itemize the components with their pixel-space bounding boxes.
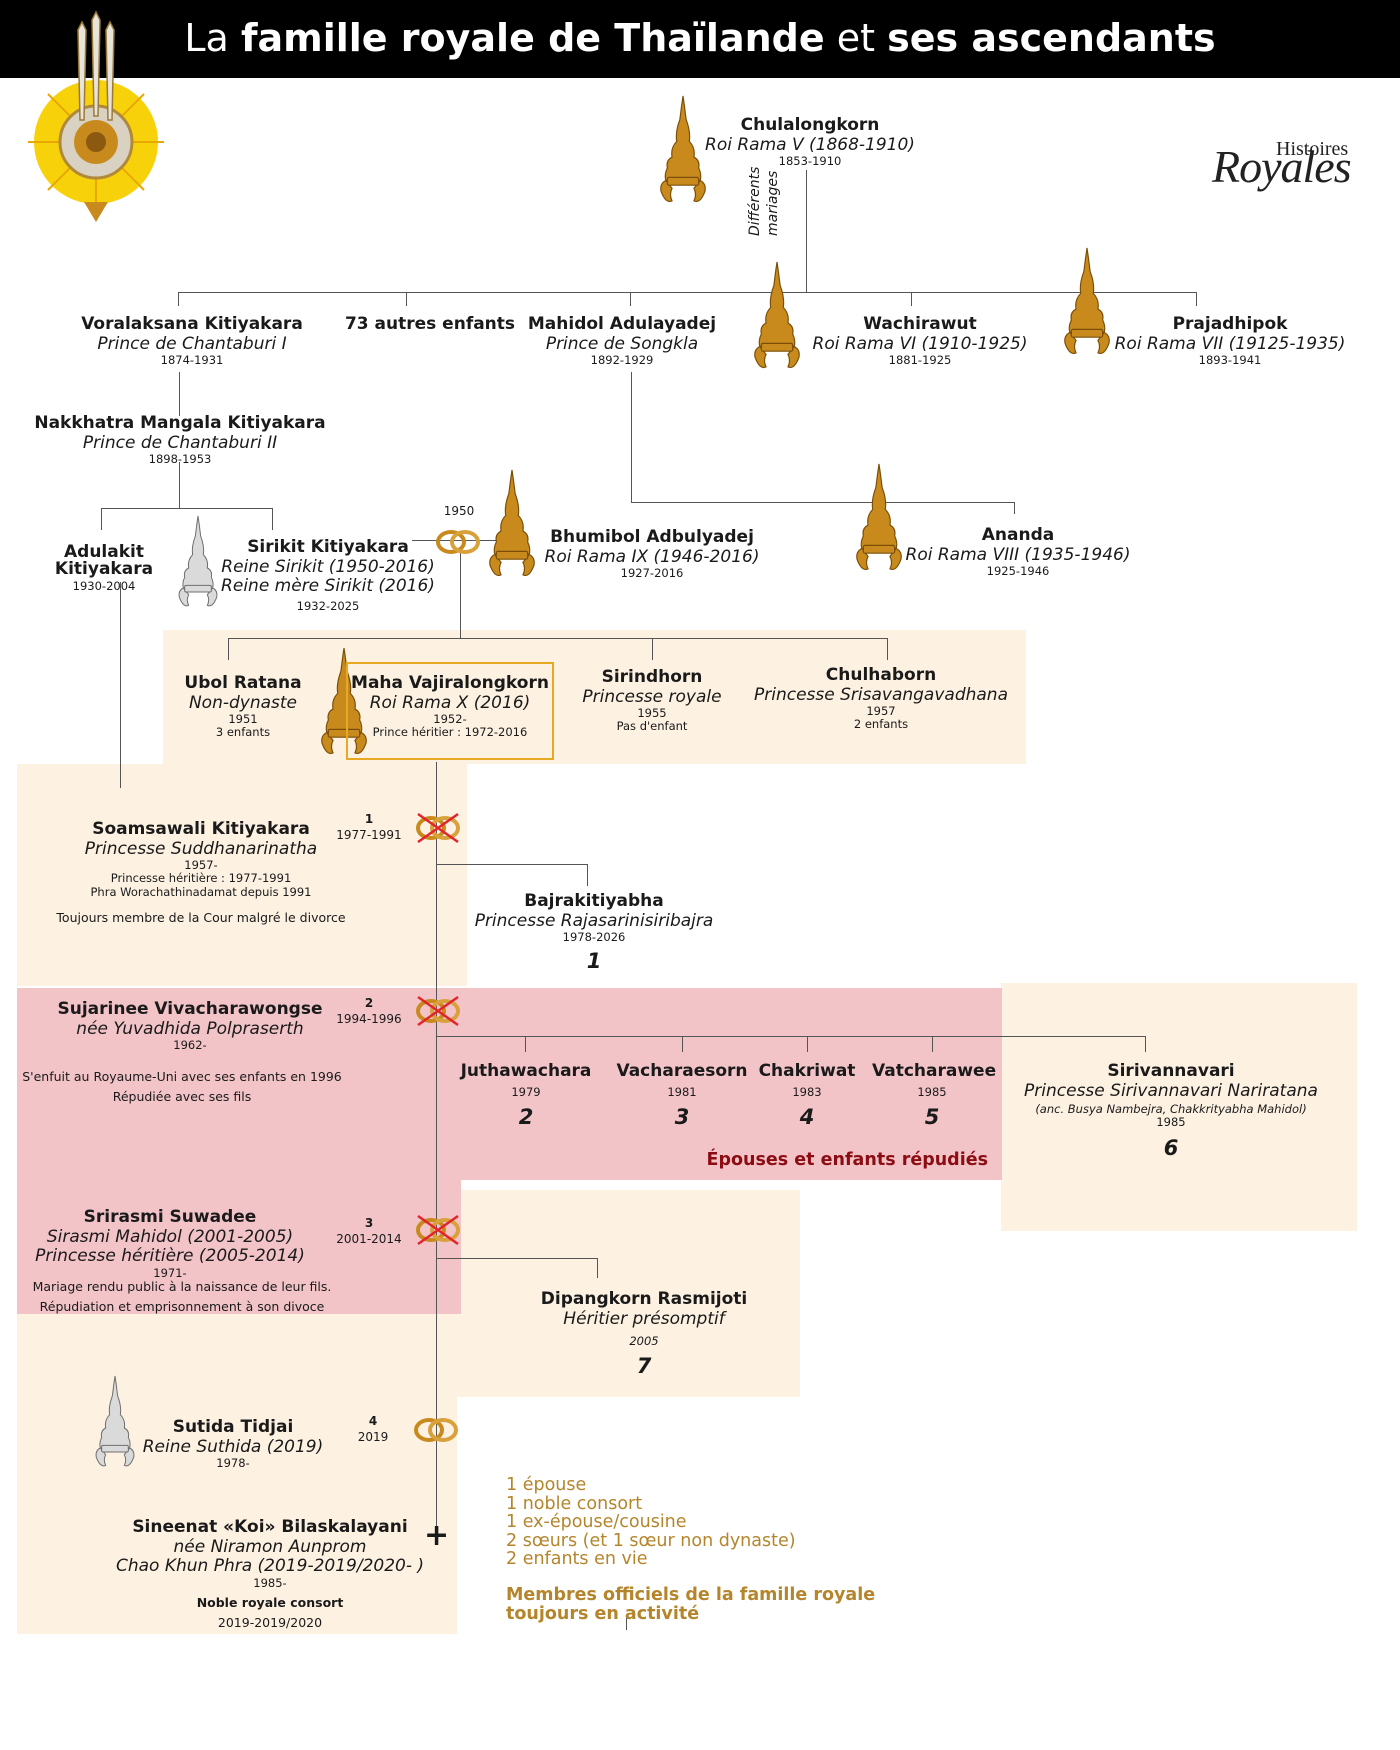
line-sirikit-up: [272, 508, 273, 530]
line-mahidol-down: [631, 372, 632, 502]
prajadhipok-crown-icon: [1064, 247, 1110, 355]
wachirawut-crown-icon: [754, 261, 800, 369]
consort-plus-sign: +: [424, 1518, 450, 1553]
line-gen1-bar: [178, 292, 1196, 293]
line-chula-down: [806, 170, 807, 292]
active-zone-lower: [17, 1314, 457, 1634]
person-bajrakitiyabha: Bajrakitiyabha Princesse Rajasarinisirib…: [474, 891, 714, 974]
active-zone-spouse-1-top: [163, 630, 467, 770]
person-juthawachara: Juthawachara 1979 2: [460, 1061, 592, 1129]
active-zone-spouse-1: [17, 764, 467, 986]
legend-line: 1 ex-épouse/cousine: [506, 1512, 687, 1532]
legend-title: Membres officiels de la famille royale t…: [506, 1585, 876, 1624]
line-bajra-bar: [436, 864, 588, 865]
line-mahidol-up: [630, 292, 631, 306]
person-wachirawut: Wachirawut Roi Rama VI (1910-1925) 1881-…: [812, 314, 1028, 368]
line-prajadhipok-up: [1196, 292, 1197, 306]
person-soamsawali: Soamsawali Kitiyakara Princesse Suddhana…: [56, 819, 346, 925]
person-chakriwat: Chakriwat 1983 4: [758, 1061, 856, 1129]
legend-line: 1 noble consort: [506, 1493, 643, 1514]
line-chulhaborn-up: [887, 638, 888, 660]
vajiralongkorn-highlight-box: [346, 662, 554, 760]
line-vacharaesorn-up: [682, 1036, 683, 1052]
line-voralaksana-down: [179, 372, 180, 416]
legend-line: 2 sœurs (et 1 sœur non dynaste): [506, 1530, 796, 1551]
person-sirivannavari: Sirivannavari Princesse Sirivannavari Na…: [1024, 1061, 1318, 1160]
sujarinee-notes: S'enfuit au Royaume-Uni avec ses enfants…: [22, 1069, 342, 1105]
wedding-rings-divorced-icon: [416, 995, 460, 1027]
line-dipangkorn-bar: [436, 1258, 598, 1259]
wedding-rings-icon: [436, 530, 480, 554]
legend-counts: 1 épouse 1 noble consort 1 ex-épouse/cou…: [506, 1476, 796, 1569]
line-ubol-up: [228, 638, 229, 660]
person-ubol: Ubol Ratana Non-dynaste 1951 3 enfants: [184, 673, 302, 740]
line-voralaksana-up: [178, 292, 179, 306]
line-sirikit-marriage: [412, 540, 502, 541]
line-others-up: [406, 292, 407, 306]
person-others: 73 autres enfants: [344, 314, 516, 334]
wedding-rings-icon: [414, 1418, 458, 1442]
line-m2-children-bar: [436, 1036, 1146, 1037]
repudiated-zone-label: Épouses et enfants répudiés: [706, 1150, 988, 1170]
repudiated-zone-srirasmi: [17, 1176, 461, 1314]
legend-line: 1 épouse: [506, 1475, 587, 1495]
person-nakkhatra: Nakkhatra Mangala Kitiyakara Prince de C…: [34, 413, 326, 467]
line-sirindhorn-up: [652, 638, 653, 660]
bhumibol-crown-icon: [489, 469, 535, 577]
royal-emblem-icon: [28, 10, 164, 222]
wedding-rings-divorced-icon: [416, 812, 460, 844]
person-sineenat: Sineenat «Koi» Bilaskalayani née Niramon…: [115, 1517, 425, 1631]
line-juthawachara-up: [525, 1036, 526, 1052]
person-sirikit: Sirikit Kitiyakara Reine Sirikit (1950-2…: [221, 537, 435, 613]
line-sirivannavari-up: [1145, 1036, 1146, 1052]
line-mahidol-children-bar: [631, 502, 1014, 503]
line-adulakit-up: [101, 508, 102, 530]
person-vatcharawee: Vatcharawee 1985 5: [872, 1061, 997, 1129]
person-prajadhipok: Prajadhipok Roi Rama VII (19125-1935) 18…: [1114, 314, 1346, 368]
repudiated-zone-main: [17, 988, 1002, 1180]
person-vajiralongkorn: Maha Vajiralongkorn Roi Rama X (2016) 19…: [351, 673, 549, 740]
legend-tick: [626, 1618, 627, 1630]
person-ananda: Ananda Roi Rama VIII (1935-1946) 1925-19…: [905, 525, 1131, 579]
wedding-rings-divorced-icon: [416, 1214, 460, 1246]
person-voralaksana: Voralaksana Kitiyakara Prince de Chantab…: [81, 314, 303, 368]
line-ananda-up: [1014, 502, 1015, 514]
line-chakriwat-up: [807, 1036, 808, 1052]
sutida-crown-icon: [95, 1375, 135, 1467]
person-mahidol: Mahidol Adulayadej Prince de Songkla 189…: [527, 314, 717, 368]
line-nakkhatra-children-bar: [101, 508, 273, 509]
person-vacharaesorn: Vacharaesorn 1981 3: [616, 1061, 748, 1129]
person-sirindhorn: Sirindhorn Princesse royale 1955 Pas d'e…: [582, 667, 722, 734]
srirasmi-notes: Mariage rendu public à la naissance de l…: [32, 1279, 332, 1315]
marriage-1950-year: 1950: [443, 504, 475, 518]
line-wachirawut-up: [911, 292, 912, 306]
person-chulalongkorn: Chulalongkorn Roi Rama V (1868-1910) 185…: [705, 115, 915, 169]
ananda-crown-icon: [856, 463, 902, 571]
header-bar: [0, 0, 1400, 78]
person-chulhaborn: Chulhaborn Princesse Srisavangavadhana 1…: [753, 665, 1008, 732]
active-zone-dipangkorn: [460, 1190, 800, 1397]
line-gen3-bar: [228, 638, 888, 639]
histoires-royales-logo: Histoires Royales: [1212, 138, 1352, 192]
active-zone-sirivannavari: [1001, 983, 1357, 1231]
person-adulakit: Adulakit Kitiyakara 1930-2004: [54, 542, 154, 593]
line-adulakit-down: [120, 582, 121, 788]
person-srirasmi: Srirasmi Suwadee Sirasmi Mahidol (2001-2…: [35, 1207, 305, 1280]
person-sutida: Sutida Tidjai Reine Suthida (2019) 1978-: [142, 1417, 324, 1471]
line-dipangkorn-up: [597, 1258, 598, 1278]
line-vajira-down: [436, 762, 437, 1542]
line-vatcharawee-up: [932, 1036, 933, 1052]
line-nakkhatra-down: [179, 462, 180, 508]
legend-line: 2 enfants en vie: [506, 1549, 648, 1569]
person-bhumibol: Bhumibol Adbulyadej Roi Rama IX (1946-20…: [544, 527, 760, 581]
page-title: La famille royale de Thaïlande et ses as…: [184, 16, 1216, 60]
person-sujarinee: Sujarinee Vivacharawongse née Yuvadhida …: [57, 999, 323, 1053]
line-1950-down: [460, 548, 461, 638]
line-bajra-up: [587, 864, 588, 886]
person-dipangkorn: Dipangkorn Rasmijoti Héritier présomptif…: [540, 1289, 748, 1379]
